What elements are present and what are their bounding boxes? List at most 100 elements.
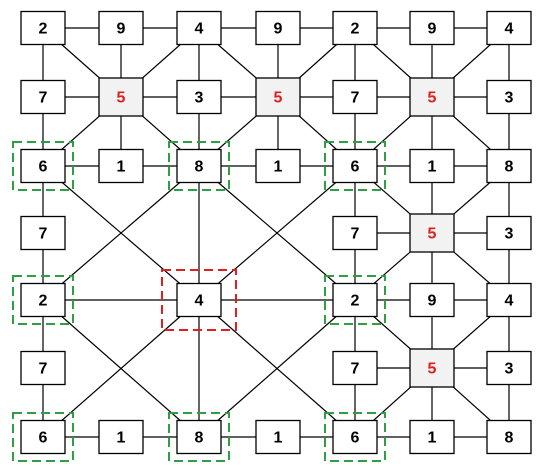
node-number: 1 [428,430,437,447]
node-number: 8 [195,430,204,447]
node-box [20,350,66,386]
node-box [176,148,222,184]
grid-node: 1 [409,148,455,184]
node-box [332,215,378,251]
node-box [20,148,66,184]
grid-node: 9 [98,10,144,46]
grid-node: 9 [255,10,301,46]
green-dashed-frame [168,141,230,191]
grid-node: 7 [20,350,66,386]
node-box [255,419,301,455]
connection-line [42,165,200,301]
grid-node: 3 [176,79,222,115]
node-box [20,10,66,46]
connection-line [198,165,356,301]
grid-node: 8 [176,148,222,184]
node-box [98,10,144,46]
node-number: 1 [274,159,283,176]
node-box [409,10,455,46]
node-box [20,419,66,455]
grid-node: 2 [332,10,378,46]
grid-node: 5 [409,77,455,117]
connection-line [198,299,356,438]
grid-node: 2 [20,10,66,46]
node-box [332,282,378,318]
node-number: 9 [274,21,283,38]
highlighted-number: 5 [117,90,126,107]
grid-node: 1 [255,419,301,455]
node-box [98,77,144,117]
node-box [486,148,532,184]
node-box [486,350,532,386]
node-number: 3 [195,90,204,107]
node-number: 6 [351,430,360,447]
node-box [255,77,301,117]
grid-node: 3 [486,215,532,251]
green-dashed-frame [324,275,386,325]
node-number: 4 [195,293,204,310]
node-box [409,77,455,117]
connection-line [42,299,200,438]
grid-node: 8 [486,148,532,184]
node-number: 3 [505,226,514,243]
grid-node: 3 [486,350,532,386]
node-box [255,148,301,184]
node-number: 1 [117,430,126,447]
grid-node: 4 [486,10,532,46]
node-box [176,419,222,455]
grid-node: 1 [409,419,455,455]
node-number: 2 [39,21,48,38]
node-box [176,282,222,318]
node-box [409,348,455,388]
node-box [98,419,144,455]
grid-node: 7 [332,215,378,251]
grid-node: 4 [176,282,222,318]
grid-node: 4 [176,10,222,46]
node-number: 4 [195,21,204,38]
node-number: 9 [428,21,437,38]
node-box [332,10,378,46]
grid-node: 6 [332,148,378,184]
grid-node: 3 [486,79,532,115]
node-number: 8 [505,430,514,447]
node-box [20,282,66,318]
highlighted-number: 5 [274,90,283,107]
grid-node: 9 [409,10,455,46]
node-number: 7 [39,90,48,107]
node-number: 2 [39,293,48,310]
node-number: 2 [351,293,360,310]
green-dashed-frame [12,141,74,191]
grid-node: 5 [98,77,144,117]
grid-node: 1 [98,419,144,455]
grid-node: 8 [176,419,222,455]
node-number: 3 [505,90,514,107]
grid-node: 1 [98,148,144,184]
node-box [332,419,378,455]
green-dashed-frame [168,412,230,462]
node-box [332,148,378,184]
node-number: 9 [117,21,126,38]
highlighted-number: 5 [428,90,437,107]
node-box [20,79,66,115]
green-dashed-frame [324,412,386,462]
node-box [409,282,455,318]
grid-node: 1 [255,148,301,184]
node-number: 9 [428,293,437,310]
node-box [98,148,144,184]
grid-node: 4 [486,282,532,318]
grid-node: 9 [409,282,455,318]
node-number: 4 [505,21,514,38]
node-box [332,79,378,115]
grid-node: 6 [332,419,378,455]
node-number: 7 [351,90,360,107]
node-number: 8 [195,159,204,176]
highlighted-number: 5 [428,361,437,378]
grid-node: 5 [409,348,455,388]
node-number: 6 [39,430,48,447]
node-number: 8 [505,159,514,176]
grid-node: 6 [20,419,66,455]
node-number: 7 [39,226,48,243]
node-box [20,215,66,251]
